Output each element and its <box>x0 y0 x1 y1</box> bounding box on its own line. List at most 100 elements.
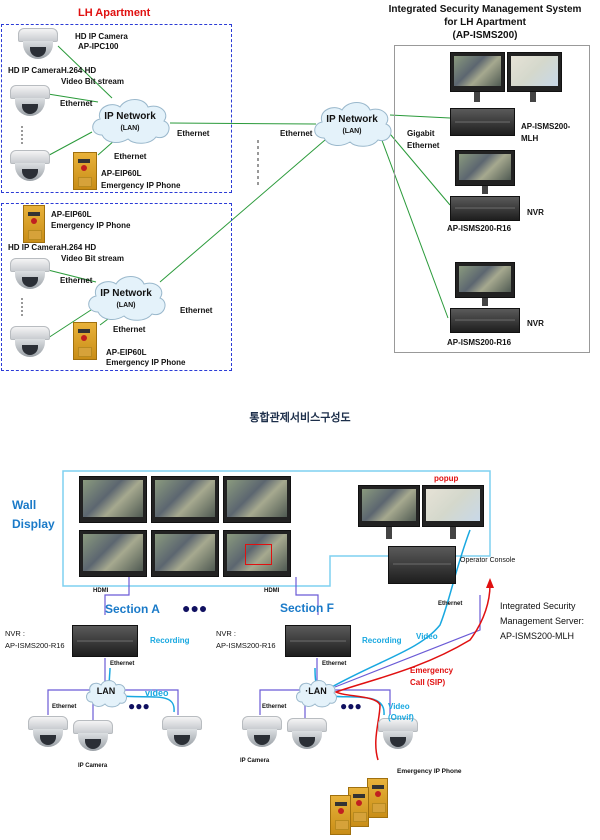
label: Ethernet <box>180 306 213 315</box>
label: Ethernet <box>113 325 146 334</box>
system-title-3: (AP-ISMS200) <box>452 30 518 41</box>
server-label: AP-ISMS200-MLH <box>500 631 575 641</box>
eth-line <box>379 134 449 319</box>
label: AP-ISMS200-R16 <box>447 338 512 347</box>
hdmi-line-a <box>104 577 130 615</box>
operator-console-server <box>388 546 456 584</box>
section-f-label: Section F <box>280 601 335 615</box>
ip-camera <box>10 85 50 117</box>
video-to-console <box>329 529 471 689</box>
label: Video Bit stream <box>61 77 124 86</box>
lan-label: ·LAN <box>305 686 327 696</box>
server-label: Integrated Security <box>500 601 576 611</box>
label: NVR <box>527 208 544 217</box>
console-monitor <box>358 485 420 527</box>
label: Emergency <box>410 666 454 675</box>
sip-call-line <box>334 584 491 761</box>
monitor <box>507 52 562 92</box>
eth-line <box>384 127 451 206</box>
eth-line <box>159 139 326 283</box>
label: Video Bit stream <box>61 254 124 263</box>
ip-network-cloud: IP Network (LAN) <box>88 95 172 145</box>
label: Ethernet <box>262 704 287 710</box>
wall-monitor <box>79 530 147 577</box>
ellipsis-dots: ●●● <box>340 699 362 713</box>
label: (Onvif) <box>388 713 414 722</box>
lan-cloud: LAN <box>84 678 128 708</box>
wall-display-label: Wall <box>12 498 37 512</box>
monitor <box>455 150 515 186</box>
monitor-stand <box>386 527 392 539</box>
nvr-server <box>450 196 520 221</box>
wall-monitor <box>151 476 219 523</box>
label: Emergency IP Phone <box>51 221 131 230</box>
label: AP-ISMS200-R16 <box>447 224 512 233</box>
wall-display-frame <box>62 470 491 587</box>
eth-line <box>47 307 95 339</box>
eth-line <box>389 114 451 119</box>
ip-camera <box>18 28 58 60</box>
cloud-label: IP Network <box>104 111 156 122</box>
label: Emergency IP Phone <box>397 768 462 775</box>
label: Ethernet <box>407 141 440 150</box>
label: AP-EIP60L <box>106 348 147 357</box>
wall-monitor <box>79 476 147 523</box>
monitor <box>455 262 515 298</box>
label: Ethernet <box>177 129 210 138</box>
apartment-block-1 <box>1 24 232 193</box>
korean-title: 통합관제서비스구성도 <box>249 412 351 424</box>
ip-camera <box>378 718 418 750</box>
eth-line <box>47 269 97 283</box>
emergency-phone <box>73 152 97 190</box>
lh-apartment-title: LH Apartment <box>78 7 151 19</box>
label: HD IP Camera <box>75 32 128 41</box>
label: Ethernet <box>60 99 93 108</box>
label: H.264 HD <box>61 66 97 75</box>
cloud-sub: (LAN) <box>120 125 140 132</box>
label: MLH <box>521 134 539 143</box>
emergency-phone <box>367 778 388 818</box>
label: Recording <box>362 636 402 645</box>
monitor-stand <box>530 92 536 102</box>
label: video <box>145 688 169 698</box>
management-server <box>450 108 515 136</box>
eth-line <box>169 122 317 125</box>
label: IP Camera <box>240 758 270 764</box>
label: NVR : <box>5 629 26 638</box>
eth-line <box>57 45 113 99</box>
label: IP Camera <box>78 763 108 769</box>
wall-monitor <box>223 530 291 577</box>
nvr-server <box>72 625 138 657</box>
ip-camera <box>73 720 113 752</box>
emergency-phone <box>348 787 369 827</box>
label: Ethernet <box>110 661 135 667</box>
label: Emergency IP Phone <box>106 358 186 367</box>
label: Video <box>416 632 438 641</box>
monitor-stand <box>482 298 488 306</box>
label: Ethernet <box>280 129 313 138</box>
ellipsis-dots: ●●● <box>182 600 208 616</box>
label: HDMI <box>264 588 280 594</box>
label: HDMI <box>93 588 109 594</box>
label: HD IP Camera <box>8 66 61 75</box>
ip-camera <box>287 718 327 750</box>
wall-monitor <box>151 530 219 577</box>
cloud-label: IP Network <box>100 288 152 299</box>
monitor-stand <box>474 92 480 102</box>
label: AP-EIP60L <box>51 210 92 219</box>
lan-cloud: ·LAN <box>294 678 338 708</box>
ip-camera <box>162 716 202 748</box>
label: AP-IPC100 <box>78 42 119 51</box>
label: Video <box>388 702 410 711</box>
label: H.264 HD <box>61 243 97 252</box>
label: AP-ISMS200-R16 <box>216 641 276 650</box>
label: Ethernet <box>114 152 147 161</box>
system-title-2: for LH Apartment <box>444 17 526 28</box>
label: Ethernet <box>52 704 77 710</box>
label: AP-EIP60L <box>101 169 142 178</box>
label: Ethernet <box>322 661 347 667</box>
cloud-label: IP Network <box>326 114 378 125</box>
label: Call (SIP) <box>410 678 446 687</box>
label: AP-ISMS200- <box>521 122 571 131</box>
label: Ethernet <box>60 276 93 285</box>
